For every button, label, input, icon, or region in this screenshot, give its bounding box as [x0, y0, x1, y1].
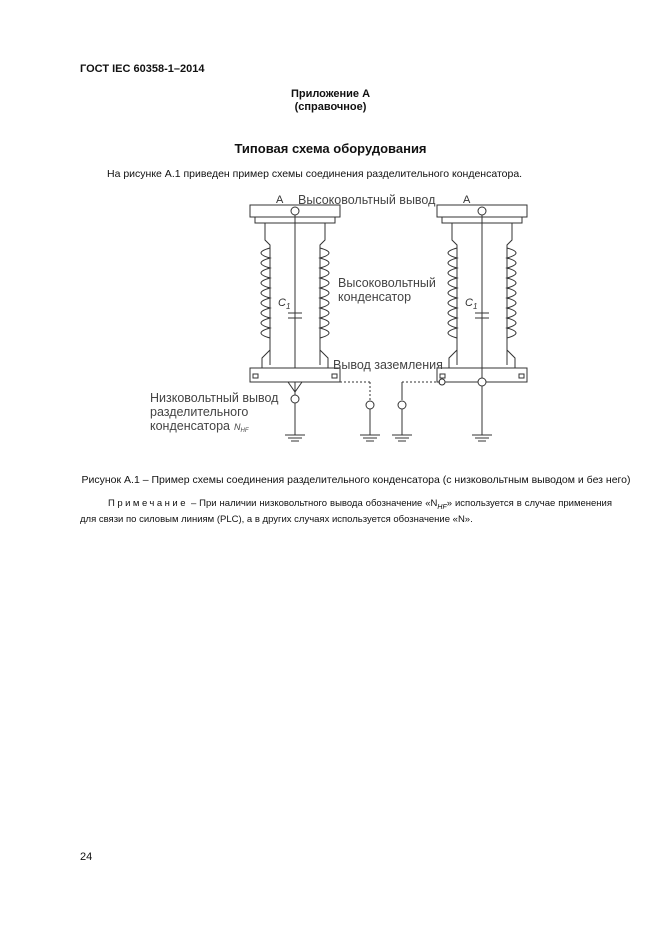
intro-paragraph: На рисунке А.1 приведен пример схемы сое…	[107, 168, 523, 180]
hv-capacitor-label-1: Высоковольтный	[338, 276, 436, 290]
appendix-subtitle: (справочное)	[294, 101, 367, 113]
c1-right-label: C1	[465, 297, 477, 311]
ground-leads	[340, 381, 440, 442]
note-lead: Примечание	[108, 498, 188, 509]
note-text-2: » используется в случае применения для с…	[80, 498, 612, 525]
lv-label-1: Низковольтный вывод	[150, 391, 279, 405]
left-capacitor-unit	[249, 204, 341, 442]
appendix-heading: Приложение А (справочное)	[0, 88, 661, 114]
section-title: Типовая схема оборудования	[234, 141, 427, 156]
figure-caption: Рисунок А.1 – Пример схемы соединения ра…	[81, 474, 631, 486]
figure-a1: A A Высоковольтный вывод Высоковольтный …	[140, 190, 550, 450]
hv-terminal-label: Высоковольтный вывод	[298, 193, 436, 207]
page-number: 24	[80, 851, 93, 863]
hv-capacitor-label-2: конденсатор	[338, 290, 411, 304]
right-capacitor-unit	[436, 204, 528, 442]
lv-label-2: разделительного	[150, 405, 248, 419]
terminal-a-left: A	[276, 194, 284, 206]
figure-note: Примечание – При наличии низковольтного …	[80, 498, 612, 526]
document-header: ГОСТ IEC 60358-1–2014	[80, 63, 205, 75]
note-text: – При наличии низковольтного вывода обоз…	[188, 498, 438, 509]
note-sub: HF	[437, 503, 447, 511]
capacitor-diagram: A A Высоковольтный вывод Высоковольтный …	[150, 193, 528, 442]
c1-left-label: C1	[278, 297, 290, 311]
ground-terminal-label: Вывод заземления	[333, 358, 443, 372]
terminal-a-right: A	[463, 194, 471, 206]
appendix-title: Приложение А	[290, 88, 371, 100]
